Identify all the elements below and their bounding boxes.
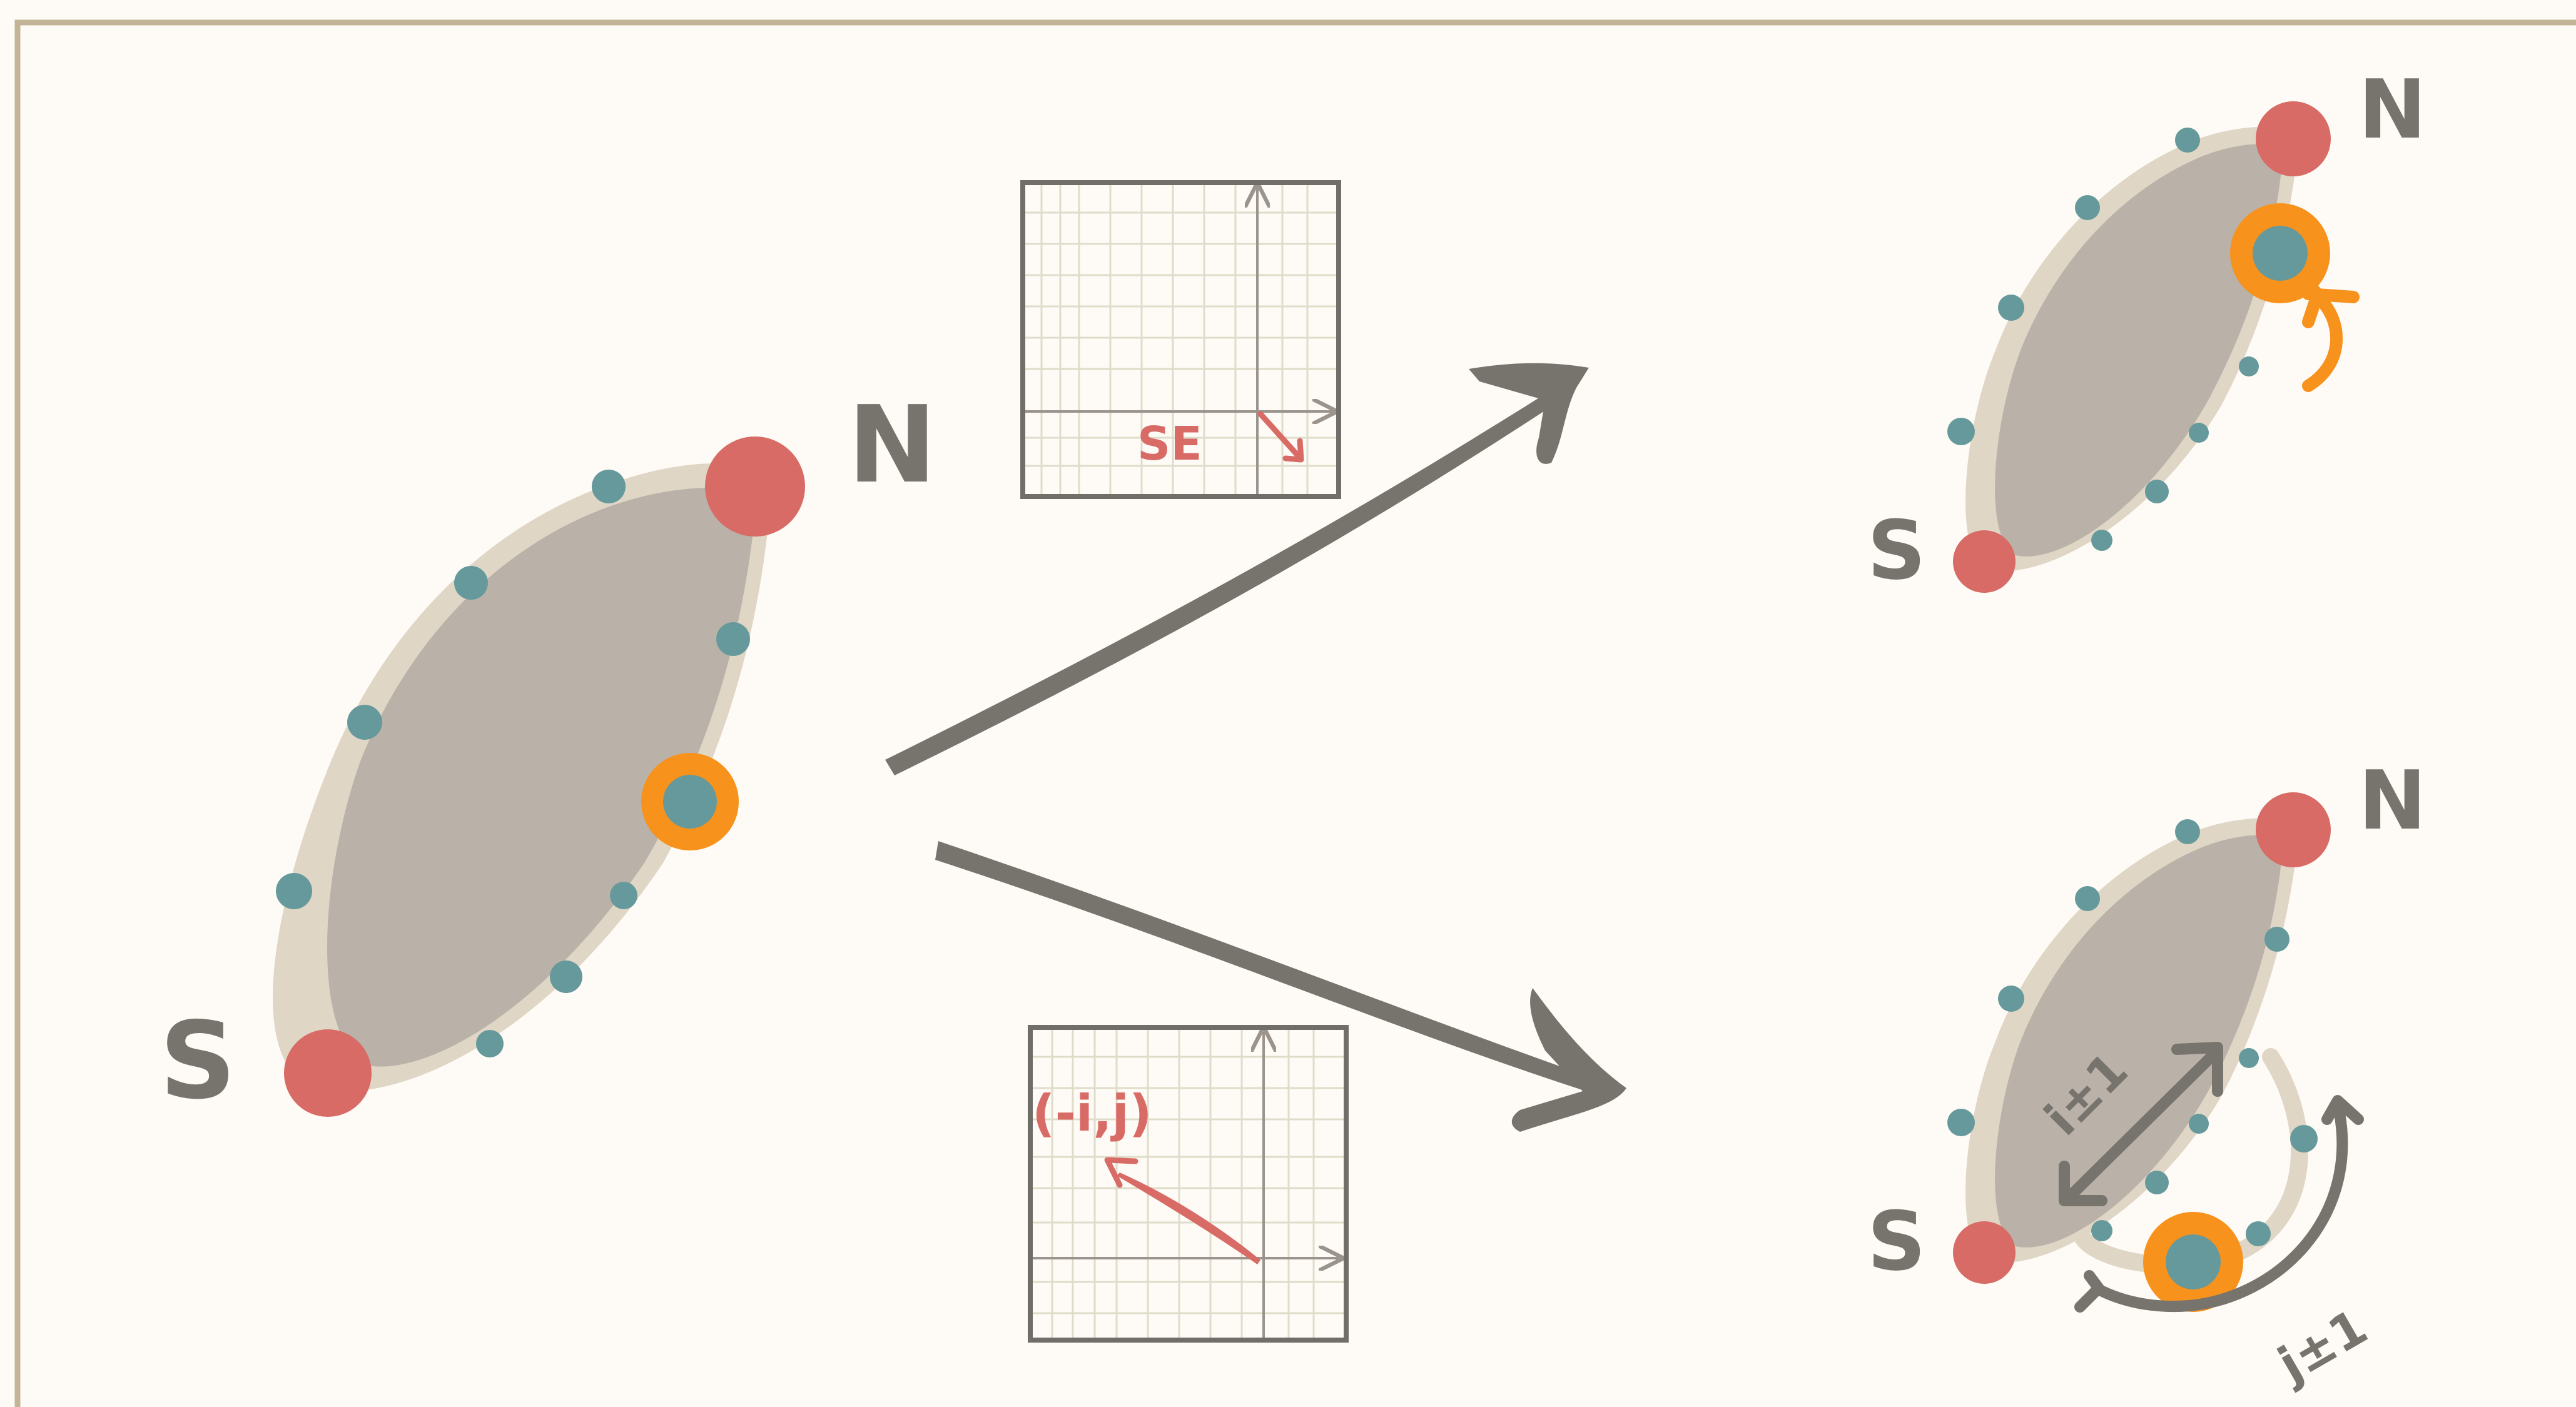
top-right-highlight-node (2253, 226, 2308, 281)
bottom-right-node-teal (2264, 927, 2289, 952)
top-right-north-node (2256, 101, 2331, 176)
bottom-inset-grid: (-i,j) (1028, 1025, 1349, 1343)
top-right-node-teal (2091, 530, 2112, 551)
left-node-teal (276, 873, 312, 909)
top-right-node-teal (1998, 295, 2024, 321)
top-inset-se-arrow (1257, 411, 1304, 463)
top-right-south-node (1953, 530, 2016, 593)
transition-arrows (885, 363, 1626, 1132)
top-right-node-teal (1947, 418, 1975, 445)
left-south-label: S (160, 999, 236, 1123)
left-south-node (284, 1029, 372, 1117)
bottom-right-north-node (2256, 792, 2331, 867)
top-right-north-label: N (2358, 62, 2426, 157)
left-node-teal (550, 961, 582, 993)
bottom-right-node-teal (2290, 1125, 2318, 1152)
lower-transition-arrow (935, 841, 1595, 1093)
bottom-inset-border (1028, 1025, 1349, 1343)
left-node-teal (347, 705, 382, 740)
bottom-right-highlight-node (2166, 1234, 2221, 1289)
bottom-right-node-teal (2246, 1221, 2271, 1246)
left-node-teal (592, 470, 626, 503)
left-ellipse-inner (327, 488, 757, 1067)
bottom-right-node-teal (2075, 886, 2100, 911)
bottom-right-diagram: N S i±1 j±1 (1867, 753, 2426, 1394)
bottom-right-south-node (1953, 1221, 2016, 1284)
bottom-right-south-label: S (1867, 1194, 1926, 1289)
left-node-teal (610, 882, 637, 909)
bottom-right-north-label: N (2358, 753, 2426, 848)
upper-transition-arrow (885, 394, 1551, 775)
bottom-right-node-teal (2175, 819, 2200, 844)
top-right-south-label: S (1867, 503, 1926, 598)
top-inset-direction-label: SE (1137, 417, 1202, 471)
top-inset-grid: SE (1020, 180, 1341, 499)
top-right-node-teal (2145, 480, 2169, 503)
left-north-label: N (848, 383, 936, 507)
left-node-teal (454, 566, 488, 600)
bottom-right-secondary-orbit (2074, 1048, 2308, 1274)
bottom-right-j-arrow (2074, 1095, 2364, 1313)
top-right-node-teal (2189, 423, 2209, 443)
bottom-inset-vector-arrow (1117, 1172, 1260, 1264)
top-right-node-teal (2239, 356, 2259, 376)
top-right-turn-arrow (2302, 285, 2360, 392)
bottom-right-node-teal (1998, 986, 2024, 1012)
bottom-right-node-teal (1947, 1109, 1975, 1136)
frame-border (14, 19, 2576, 1407)
top-right-ellipse-inner (1995, 144, 2283, 557)
bottom-right-i-arrow (2059, 1042, 2223, 1206)
left-diagram: N S (160, 383, 936, 1123)
lower-arrow-head (1511, 988, 1626, 1132)
top-inset-border (1020, 180, 1341, 499)
bottom-inset-vector-label: (-i,j) (1032, 1084, 1152, 1142)
bottom-inset-vector-head (1104, 1157, 1138, 1188)
left-north-node (705, 436, 805, 537)
upper-arrow-head (1469, 363, 1589, 464)
left-node-teal (476, 1030, 504, 1057)
top-right-node-teal (2175, 128, 2200, 153)
left-highlight-node (663, 775, 717, 829)
top-right-node-teal (2075, 195, 2100, 220)
bottom-inset-frame (1030, 1027, 1346, 1340)
bottom-right-node-teal (2091, 1220, 2112, 1241)
bottom-right-node-teal (2189, 1114, 2209, 1134)
bottom-right-node-teal (2239, 1048, 2259, 1068)
top-inset-gridlines (1023, 183, 1339, 497)
left-node-teal (716, 622, 750, 656)
top-right-diagram: N S (1867, 62, 2426, 598)
bottom-right-ellipse-inner (1995, 835, 2283, 1248)
bottom-right-node-teal (2145, 1171, 2169, 1194)
